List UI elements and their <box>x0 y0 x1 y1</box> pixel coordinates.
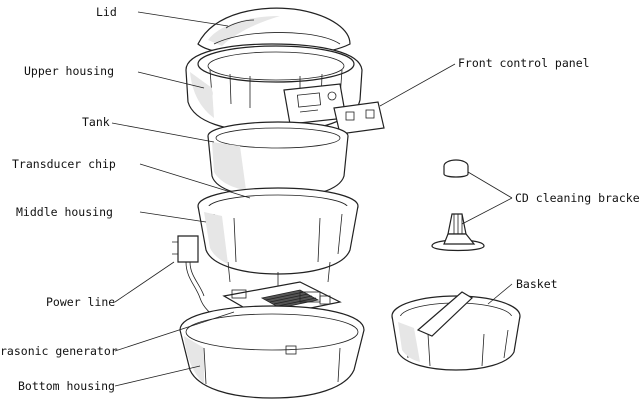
power-line-part <box>172 235 223 323</box>
label-upper-housing: Upper housing <box>24 64 114 78</box>
upper-housing-part <box>185 43 385 135</box>
label-lid: Lid <box>96 5 117 19</box>
middle-housing-part <box>197 187 359 292</box>
label-front-control-panel: Front control panel <box>458 56 590 70</box>
bottom-housing-part <box>179 305 365 399</box>
label-ultrasonic-generator: rasonic generator <box>0 344 118 358</box>
label-transducer-chip: Transducer chip <box>12 157 116 171</box>
label-tank: Tank <box>82 115 110 129</box>
label-middle-housing: Middle housing <box>16 205 113 219</box>
label-power-line: Power line <box>46 295 115 309</box>
label-cd-cleaning-bracket: CD cleaning bracket <box>515 191 640 205</box>
label-bottom-housing: Bottom housing <box>18 379 115 393</box>
cd-cleaning-bracket-part <box>431 159 485 252</box>
basket-part <box>391 291 521 371</box>
label-basket: Basket <box>516 277 558 291</box>
tank-part <box>207 121 349 199</box>
